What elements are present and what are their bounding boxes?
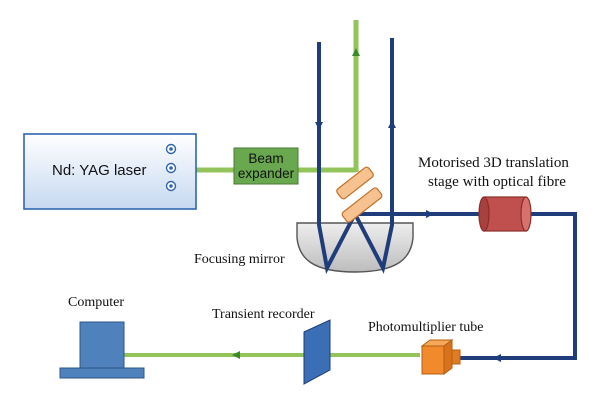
laser-label: Nd: YAG laser: [52, 162, 146, 179]
transient-recorder: [303, 319, 331, 385]
right-arrow-icon: [426, 210, 434, 218]
laser-beam-path: [196, 20, 360, 173]
transient-recorder-label: Transient recorder: [212, 307, 315, 322]
stage-label-line2: stage with optical fibre: [428, 174, 566, 190]
up-arrow-icon: [388, 120, 396, 128]
beam-splitter-plates: [336, 166, 383, 223]
nd-yag-laser: Nd: YAG laser: [23, 133, 197, 210]
upward-arrow-icon: [352, 48, 360, 56]
stage-label-line1: Motorised 3D translation: [418, 155, 569, 171]
computer-label: Computer: [68, 295, 124, 310]
left-arrow-icon: [232, 351, 240, 359]
photomultiplier-label: Photomultiplier tube: [368, 320, 484, 335]
focusing-mirror: [296, 222, 414, 273]
signal-cable-computer: [124, 351, 420, 359]
fibre-mount-cylinder: [478, 196, 532, 232]
path-arrows: [315, 120, 501, 362]
photomultiplier-tube: [420, 339, 461, 375]
computer: [59, 321, 145, 379]
down-arrow-icon: [315, 122, 323, 130]
left-arrow-icon: [493, 354, 501, 362]
focusing-mirror-label: Focusing mirror: [194, 252, 285, 267]
beam-expander: Beam expander: [233, 147, 299, 185]
beam-expander-label-line2: expander: [238, 166, 295, 181]
beam-expander-label-line1: Beam: [248, 151, 283, 166]
